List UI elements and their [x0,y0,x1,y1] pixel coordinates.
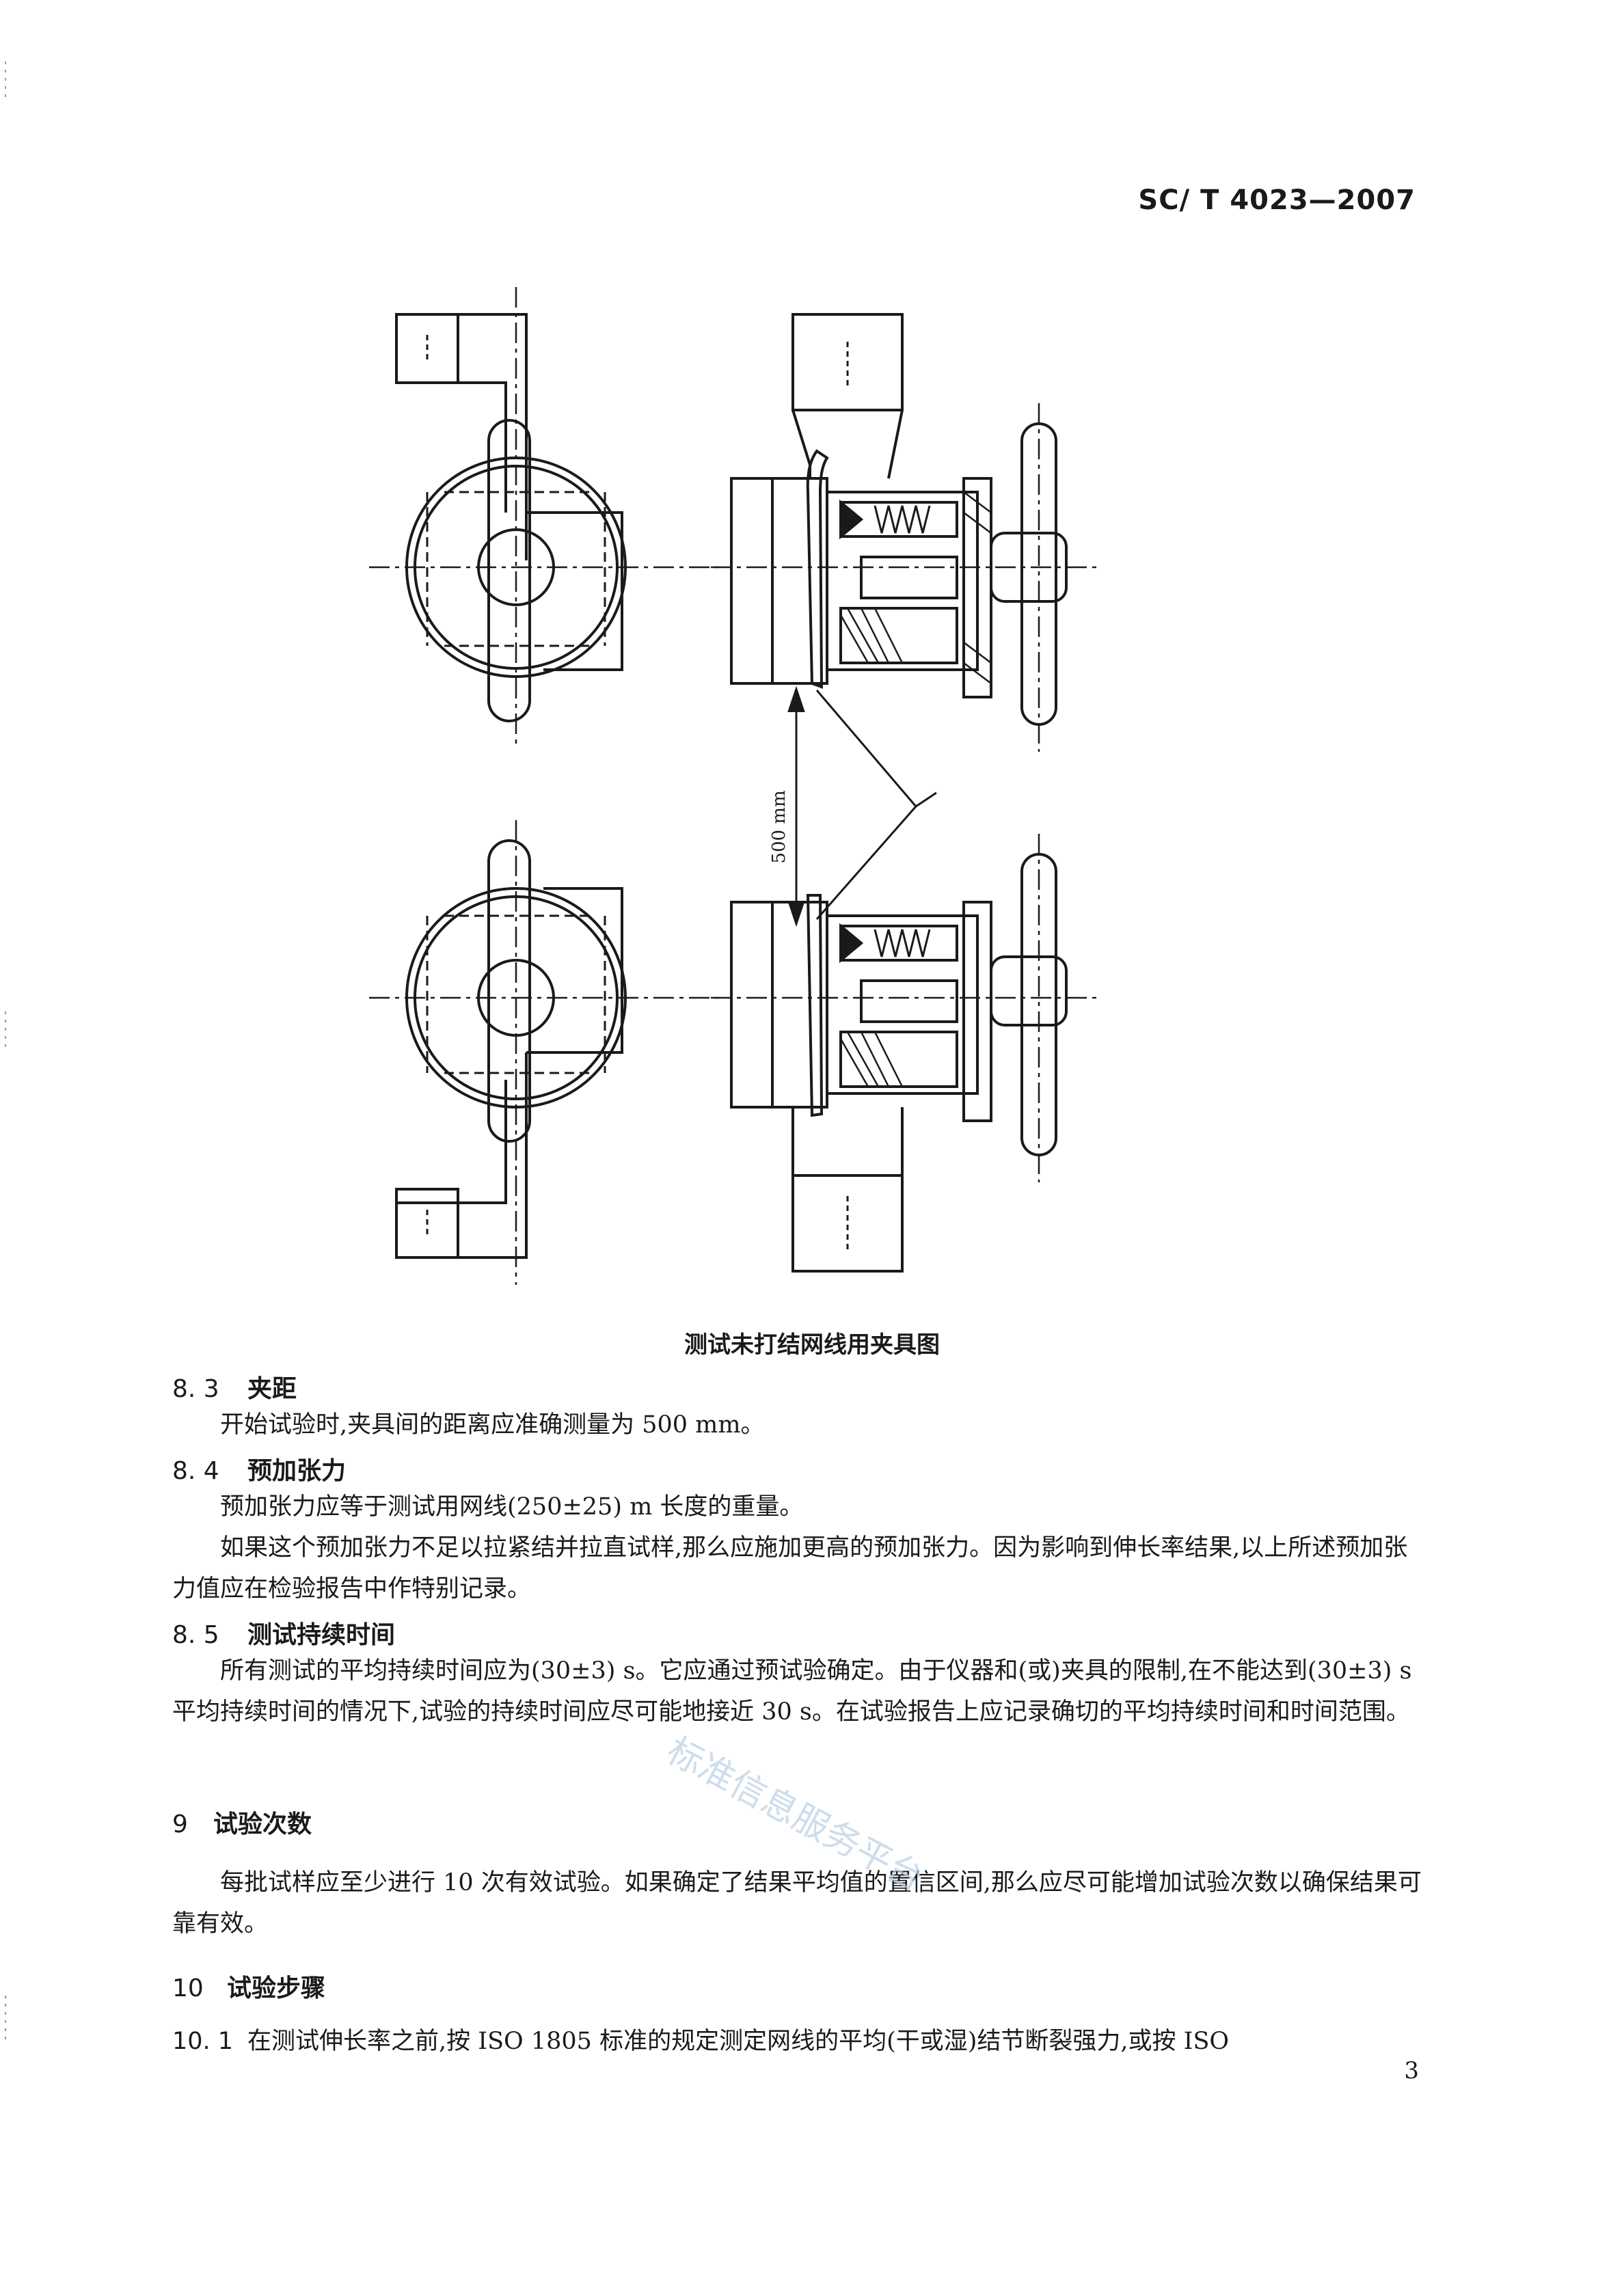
clamp-drawing: 500 mm [369,287,1100,1285]
clamp-figure: 500 mm [369,287,1203,1298]
upper-left-clamp-side-view [369,287,725,745]
section-8-4-heading: 8. 4 预加张力 [172,1451,346,1486]
section-title: 预加张力 [247,1457,347,1485]
figure-caption: 测试未打结网线用夹具图 [684,1331,940,1359]
section-9-heading: 9 试验次数 [172,1804,312,1840]
dimension-label: 500 mm [769,790,789,863]
section-number: 8. 3 [172,1375,219,1403]
section-number: 8. 4 [172,1457,219,1485]
section-8-5-heading: 8. 5 测试持续时间 [172,1615,395,1650]
upper-right-clamp-front-view [711,313,1100,752]
lower-left-clamp-side-view [369,820,725,1285]
standard-code-header: SC/ T 4023—2007 [1138,185,1416,216]
paragraph-test-duration: 所有测试的平均持续时间应为(30±3) s。它应通过预试验确定。由于仪器和(或)… [172,1657,1412,1726]
section-number: 10 [172,1974,204,2002]
section-10-heading: 10 试验步骤 [172,1968,325,2004]
lower-right-clamp-front-view [711,834,1100,1273]
paragraph-clamp-distance: 开始试验时,夹具间的距离应准确测量为 500 mm。 [220,1411,765,1439]
clause-number: 10. 1 [172,2028,234,2055]
section-8-3-heading: 8. 3 夹距 [172,1369,297,1404]
section-title: 测试持续时间 [247,1621,396,1649]
paragraph-pretension-increase: 如果这个预加张力不足以拉紧结并拉直试样,那么应施加更高的预加张力。因为影响到伸长… [172,1534,1408,1603]
clause-10-1: 10. 1 在测试伸长率之前,按 ISO 1805 标准的规定测定网线的平均(干或… [172,2022,1229,2056]
clause-text: 在测试伸长率之前,按 ISO 1805 标准的规定测定网线的平均(干或湿)结节断… [247,2028,1230,2055]
scan-margin-marks [4,0,7,2268]
section-title: 夹距 [247,1375,297,1403]
page-number: 3 [1404,2057,1419,2084]
paragraph-number-of-tests: 每批试样应至少进行 10 次有效试验。如果确定了结果平均值的置信区间,那么应尽可… [172,1869,1422,1937]
section-number: 9 [172,1810,188,1838]
dimension-500mm [787,685,937,927]
section-title: 试验步骤 [227,1974,326,2002]
paragraph-pretension-definition: 预加张力应等于测试用网线(250±25) m 长度的重量。 [220,1493,804,1521]
section-number: 8. 5 [172,1621,219,1649]
section-title: 试验次数 [213,1810,312,1838]
